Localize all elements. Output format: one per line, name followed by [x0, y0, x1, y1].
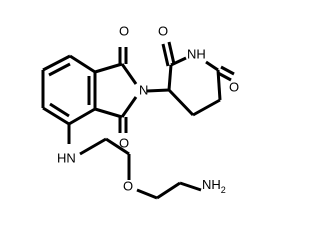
- nh2-atom-label: NH2: [202, 177, 226, 195]
- bond: [94, 107, 123, 119]
- bond: [48, 62, 71, 77]
- nitrogen-atom-label: N: [139, 82, 148, 97]
- bond: [69, 54, 96, 74]
- bond: [161, 43, 170, 67]
- hn-atom-label: HN: [57, 150, 76, 165]
- molecule-diagram: O O N O NH O HN O NH2: [41, 23, 239, 200]
- structure-canvas: O O N O NH O HN O NH2: [41, 23, 240, 200]
- bond: [216, 69, 222, 101]
- bond: [179, 181, 202, 192]
- nh-atom-label: NH: [187, 46, 206, 61]
- bond: [156, 181, 181, 200]
- bond: [105, 137, 130, 156]
- bond: [205, 60, 219, 72]
- bond: [120, 63, 138, 85]
- bond: [146, 88, 170, 93]
- bonds: [41, 41, 235, 200]
- bond: [42, 106, 70, 126]
- bond: [167, 41, 176, 65]
- bond: [167, 64, 173, 91]
- bond: [94, 62, 123, 74]
- nh2-main-text: NH: [202, 177, 221, 192]
- bond: [79, 137, 107, 156]
- bond: [120, 96, 138, 118]
- bond: [192, 98, 221, 117]
- bond: [49, 102, 70, 118]
- oxygen-atom-label: O: [229, 79, 239, 94]
- oxygen-atom-label: O: [158, 23, 168, 38]
- oxygen-atom-label: O: [123, 178, 133, 193]
- bond: [167, 88, 195, 117]
- oxygen-atom-label: O: [119, 135, 129, 150]
- bond: [68, 107, 96, 126]
- bond: [136, 188, 158, 200]
- bond: [220, 65, 235, 76]
- nh2-subscript: 2: [221, 185, 226, 195]
- bond: [42, 54, 71, 72]
- oxygen-atom-label: O: [119, 23, 129, 38]
- bond: [217, 71, 232, 82]
- atom-labels: O O N O NH O HN O NH2: [57, 23, 239, 195]
